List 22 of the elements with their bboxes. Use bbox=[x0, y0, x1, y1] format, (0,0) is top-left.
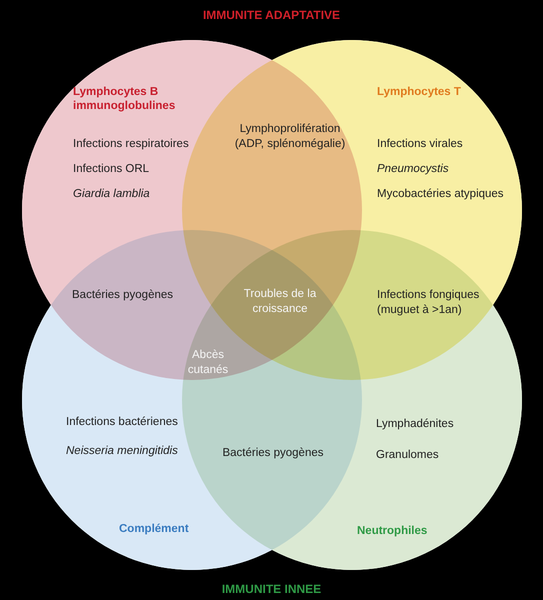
infection-label: Lymphadénites bbox=[376, 417, 454, 432]
overlap-label: Infections fongiques (muguet à >1an) bbox=[377, 288, 480, 318]
diagram-caption: IMMUNITE INNEE bbox=[220, 582, 322, 596]
circle-heading: Lymphocytes B immunoglobulines bbox=[73, 85, 176, 114]
infection-label: Infections ORL bbox=[73, 162, 150, 176]
overlap-label: Bactéries pyogènes bbox=[221, 446, 324, 461]
circle-heading: Lymphocytes T bbox=[377, 85, 462, 100]
pathogen-label: Giardia lamblia bbox=[73, 187, 150, 202]
circle-heading: Neutrophiles bbox=[357, 524, 428, 538]
infection-label: Infections bactérienes bbox=[66, 415, 178, 430]
infection-label: Granulomes bbox=[376, 448, 439, 462]
overlap-label: Bactéries pyogènes bbox=[72, 288, 174, 303]
infection-label: Infections virales bbox=[377, 137, 463, 152]
overlap-label: Lymphoprolifération (ADP, splénomégalie) bbox=[234, 122, 346, 152]
infection-label: Mycobactéries atypiques bbox=[377, 187, 504, 202]
pathogen-label: Neisseria meningitidis bbox=[66, 444, 178, 458]
circle-heading: Complément bbox=[119, 522, 190, 536]
pathogen-label: Pneumocystis bbox=[377, 162, 449, 176]
overlap-label: Abcès cutanés bbox=[186, 348, 230, 378]
diagram-title: IMMUNITE ADAPTATIVE bbox=[202, 8, 342, 22]
infection-label: Infections respiratoires bbox=[73, 137, 189, 152]
overlap-label: Troubles de la croissance bbox=[242, 287, 318, 317]
